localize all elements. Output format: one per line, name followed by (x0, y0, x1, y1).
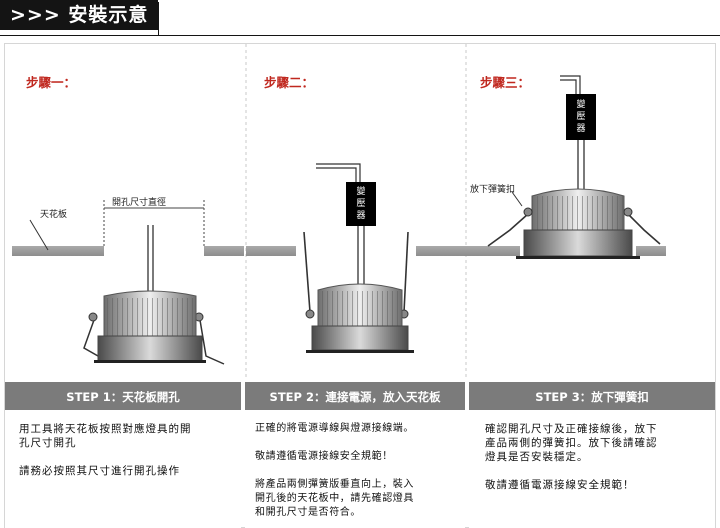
hole-size-label: 開孔尺寸直徑 (112, 198, 167, 208)
ceiling-board-right (204, 246, 244, 256)
transformer-box (566, 94, 596, 140)
ceiling-board-left (12, 246, 104, 256)
ceiling-label: 天花板 (40, 210, 68, 220)
step1-description: 用工具將天花板按照對應燈具的開 孔尺寸開孔 請務必按照其尺寸進行開孔操作 (19, 423, 192, 477)
step2-heading: STEP 2：連接電源，放入天花板 (269, 390, 441, 404)
step3-heading: STEP 3：放下彈簧扣 (535, 390, 649, 404)
header-divider (158, 2, 159, 36)
step2-panel: STEP 2：連接電源，放入天花板 正確的將電源導線與燈源接線端。 敬請遵循電源… (245, 382, 465, 528)
step2-illustration (246, 163, 466, 353)
step1-panel: STEP 1：天花板開孔 用工具將天花板按照對應燈具的開 孔尺寸開孔 請務必按照… (5, 382, 241, 528)
step1-illustration (12, 200, 244, 365)
step2-description: 正確的將電源導線與燈源接線端。 敬請遵循電源接線安全規範！ 將產品兩側彈簧版垂直… (255, 423, 414, 518)
section-title: >>> 安裝示意 (10, 4, 149, 26)
transformer-label-step3: 變壓器 (576, 100, 586, 134)
header-bar: >>> 安裝示意 (0, 0, 158, 30)
spring-leader (511, 191, 523, 207)
step2-label: 步驟二： (264, 75, 315, 90)
ceiling-leader (29, 219, 49, 251)
transformer-label-step2: 變壓器 (356, 187, 366, 221)
step1-heading: STEP 1：天花板開孔 (66, 390, 180, 404)
spring-clip-label: 放下彈簧扣 (470, 185, 516, 195)
lamp-ring (97, 335, 203, 363)
section-header: >>> 安裝示意 (0, 0, 720, 36)
step3-panel: STEP 3：放下彈簧扣 確認開孔尺寸及正確接線後，放下 產品兩側的彈簧扣。放下… (469, 382, 715, 528)
step1-label: 步驟一： (26, 75, 77, 90)
step3-illustration (466, 75, 666, 259)
step3-description: 確認開孔尺寸及正確接線後，放下 產品兩側的彈簧扣。放下後請確認 燈具是否安裝穩定… (485, 423, 658, 491)
header-rule (0, 35, 720, 36)
step3-label: 步驟三： (480, 75, 531, 90)
transformer-box (346, 182, 376, 226)
